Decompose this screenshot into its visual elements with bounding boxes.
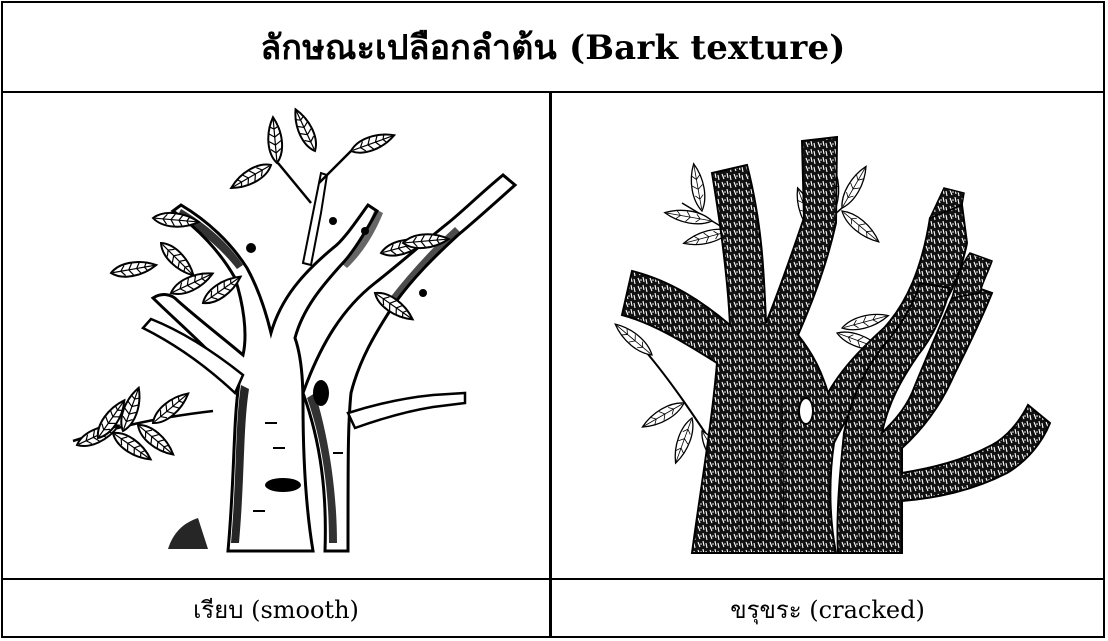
cracked-bark-tree-illustration: [552, 93, 1103, 578]
smooth-bark-cell: [3, 93, 549, 578]
cracked-caption: ขรุขระ (cracked): [730, 590, 925, 629]
cracked-bark-cell: [552, 93, 1103, 578]
table-title: ลักษณะเปลือกลำต้น (Bark texture): [260, 20, 845, 74]
smooth-caption-cell: เรียบ (smooth): [3, 580, 549, 638]
table-header: ลักษณะเปลือกลำต้น (Bark texture): [3, 3, 1103, 91]
cracked-caption-cell: ขรุขระ (cracked): [552, 580, 1103, 638]
smooth-bark-tree-illustration: [3, 93, 549, 578]
smooth-caption: เรียบ (smooth): [193, 590, 359, 629]
